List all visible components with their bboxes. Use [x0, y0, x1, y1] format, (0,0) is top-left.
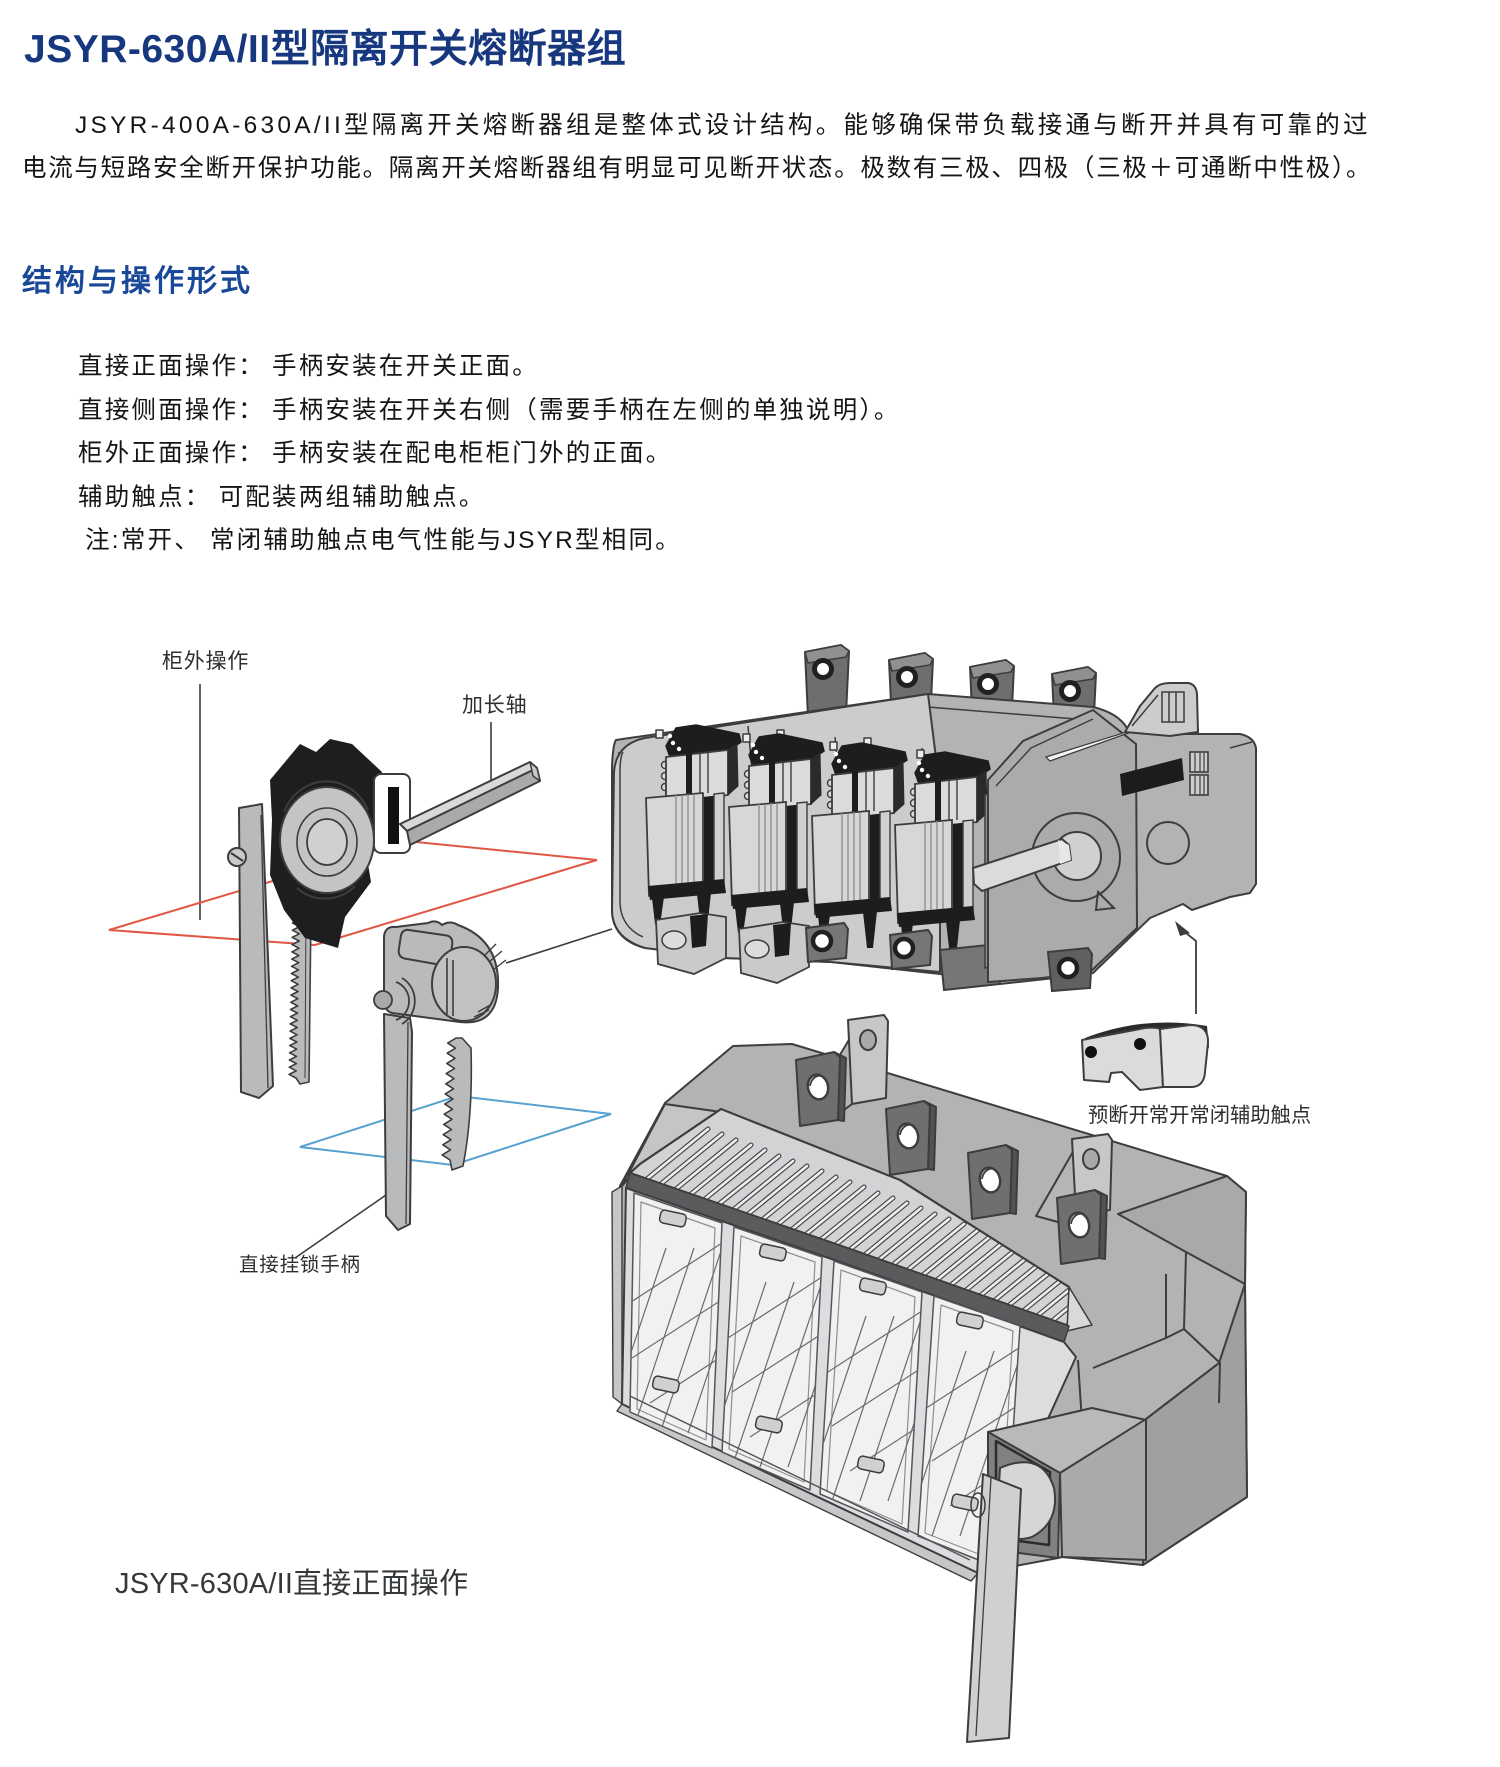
svg-text:柜外操作: 柜外操作 — [162, 650, 249, 673]
svg-text:加长轴: 加长轴 — [462, 694, 527, 717]
svg-text:预断开常开常闭辅助触点: 预断开常开常闭辅助触点 — [1088, 1104, 1311, 1127]
svg-text:直接挂锁手柄: 直接挂锁手柄 — [239, 1254, 361, 1276]
